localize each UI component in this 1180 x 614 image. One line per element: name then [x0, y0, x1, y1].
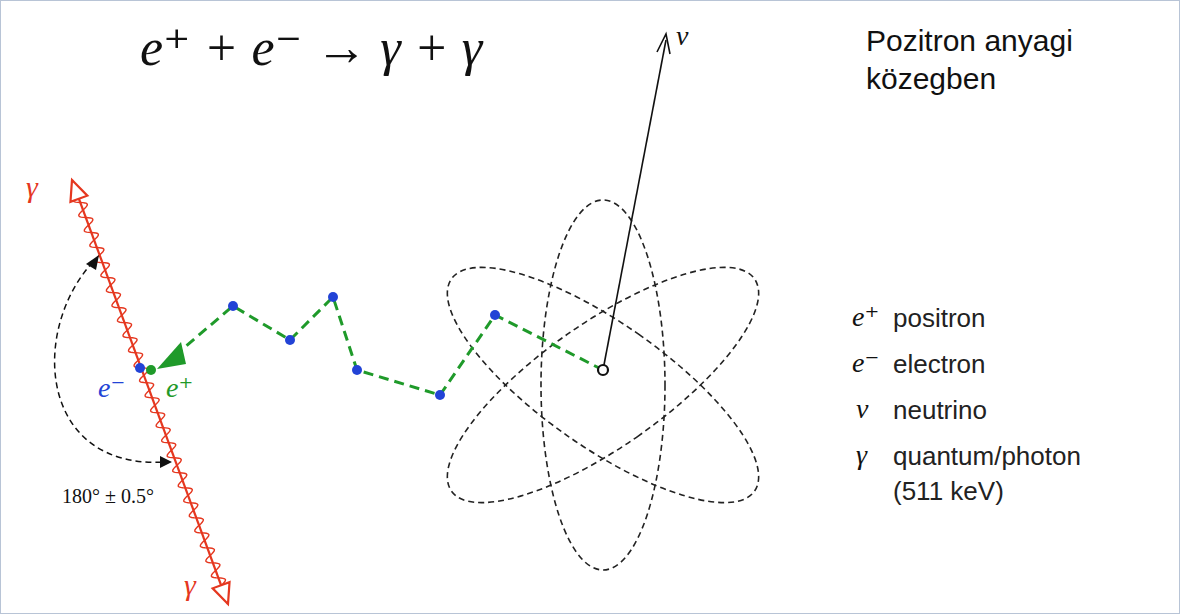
positron-arrowhead: [157, 342, 186, 369]
positron-path: [172, 297, 603, 395]
legend-text: positron: [893, 301, 1123, 336]
orbit: [416, 228, 790, 542]
photon-wave: [73, 192, 225, 592]
electron-dot: [285, 335, 295, 345]
angle-arc: [55, 262, 166, 462]
photon-arrowhead: [213, 582, 230, 604]
legend-text: neutrino: [893, 393, 1123, 428]
electron-dot: [352, 365, 362, 375]
photon-symbol: γ: [26, 172, 38, 202]
photon-arrowhead: [70, 180, 87, 202]
photon-pair: [70, 180, 229, 604]
electron-symbol: e⁻: [98, 374, 125, 402]
scatter-electrons: [228, 292, 500, 400]
photon-line: [72, 180, 228, 604]
photon-symbol: γ: [184, 570, 196, 600]
orbit: [416, 228, 790, 542]
legend-symbol: e⁺: [852, 303, 879, 331]
reaction-formula: e⁺ + e⁻ → γ + γ: [140, 22, 482, 74]
positron-symbol: e⁺: [166, 374, 193, 402]
atom-orbits: [416, 200, 790, 570]
electron-dot: [135, 363, 145, 373]
electron-dot: [328, 292, 338, 302]
orbit: [541, 200, 665, 570]
legend-text: electron: [893, 347, 1123, 382]
legend-text: quantum/photon (511 keV): [893, 439, 1123, 509]
neutrino-arrowhead: [657, 34, 670, 54]
angle-arrowhead: [160, 456, 172, 468]
legend-symbol: ν: [856, 395, 868, 423]
neutrino-track: [603, 40, 666, 370]
electron-dot: [435, 390, 445, 400]
electron-dot: [490, 310, 500, 320]
angle-value: 180° ± 0.5°: [62, 486, 154, 506]
legend-symbol: γ: [856, 441, 867, 469]
title: Pozitron anyagi közegben: [866, 22, 1166, 97]
nucleus: [598, 365, 608, 375]
angle-arrowhead: [86, 255, 99, 270]
electron-dot: [228, 301, 238, 311]
neutrino-symbol: ν: [676, 22, 688, 50]
positron-dot: [146, 365, 156, 375]
legend-symbol: e⁻: [852, 349, 879, 377]
